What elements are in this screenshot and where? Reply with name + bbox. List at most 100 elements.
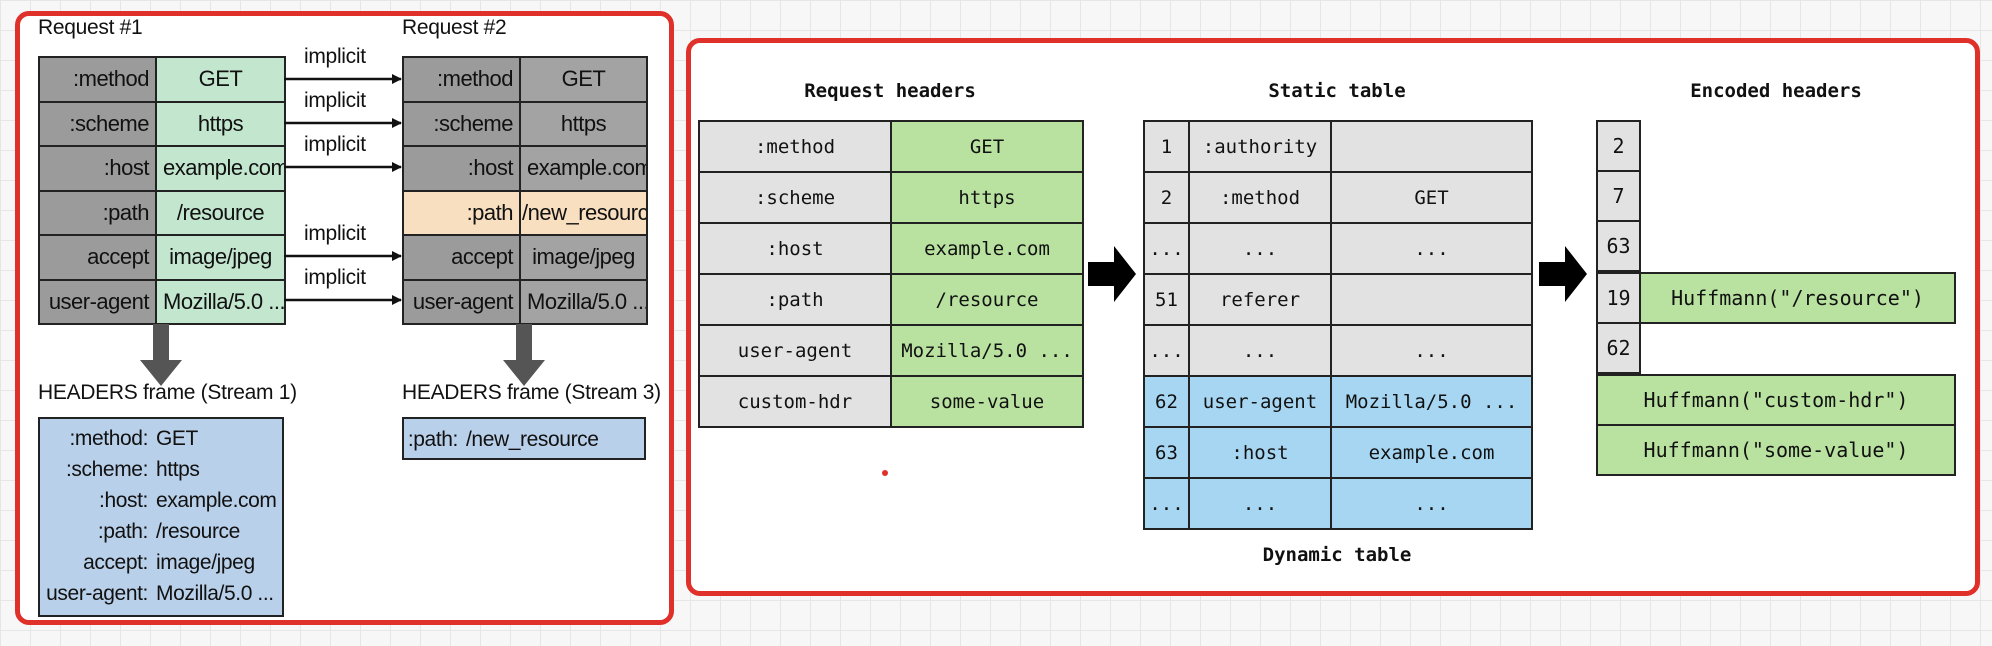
frame-header-value: example.com	[156, 489, 277, 512]
header-name: user-agent	[698, 324, 892, 377]
headers-frame-stream-1: :method:GET :scheme:https :host:example.…	[38, 417, 284, 617]
header-value: ...	[1330, 324, 1533, 377]
header-value: ...	[1330, 222, 1533, 275]
header-name: :host	[402, 145, 521, 192]
header-value: ...	[1330, 477, 1533, 530]
table-row: .........	[1143, 324, 1533, 377]
header-name: ...	[1188, 477, 1332, 530]
header-name: user-agent	[1188, 375, 1332, 428]
implicit-label: implicit	[304, 133, 366, 156]
encoded-index: 7	[1596, 170, 1641, 222]
header-name: user-agent	[402, 278, 521, 325]
frame-header-name: :host:	[99, 489, 148, 512]
header-name: :method	[698, 120, 892, 173]
frame-header-name: :scheme:	[66, 458, 148, 481]
table-row: :path/resource	[698, 273, 1084, 326]
header-value: /resource	[155, 189, 286, 236]
frame-header-value: image/jpeg	[156, 551, 255, 574]
header-value: https	[890, 171, 1084, 224]
frame-row: :host: example.com	[40, 485, 282, 516]
header-name: :host	[1188, 426, 1332, 479]
header-value: some-value	[890, 375, 1084, 428]
header-name: referer	[1188, 273, 1332, 326]
implicit-arrows	[284, 74, 402, 305]
header-value: image/jpeg	[519, 234, 648, 281]
header-value: example.com	[1330, 426, 1533, 479]
table-index: 2	[1143, 171, 1190, 224]
implicit-label: implicit	[304, 45, 366, 68]
table-row: .........	[1143, 222, 1533, 275]
table-index: ...	[1143, 324, 1190, 377]
frame-row: :path:/new_resource	[404, 424, 644, 455]
frame-header-value: https	[156, 458, 200, 481]
header-name: :host	[698, 222, 892, 275]
encoded-headers-title: Encoded headers	[1690, 80, 1862, 102]
encoded-huffman-value: Huffmann("some-value")	[1596, 424, 1956, 476]
header-name: accept	[38, 234, 157, 281]
down-arrow-icon	[140, 324, 182, 386]
encoded-huffman-path: Huffmann("/resource")	[1639, 272, 1956, 324]
encoded-index: 2	[1596, 120, 1641, 172]
right-arrow-icon	[1088, 246, 1136, 302]
header-value	[1330, 273, 1533, 326]
encoded-index: 62	[1596, 322, 1641, 374]
table-index: 51	[1143, 273, 1190, 326]
frame-header-name: user-agent:	[46, 582, 148, 605]
encoded-index: 63	[1596, 220, 1641, 272]
header-name: :method	[402, 56, 521, 103]
header-value: example.com	[890, 222, 1084, 275]
header-value: image/jpeg	[155, 234, 286, 281]
frame-header-value: /new_resource	[466, 428, 599, 451]
header-name: user-agent	[38, 278, 157, 325]
right-arrow-icon	[1539, 246, 1587, 302]
frame-header-value: Mozilla/5.0 ...	[156, 582, 274, 605]
header-name: :method	[1188, 171, 1332, 224]
header-value: example.com	[155, 145, 286, 192]
header-value: https	[155, 100, 286, 147]
header-name: :host	[38, 145, 157, 192]
header-name: ...	[1188, 324, 1332, 377]
header-name: ...	[1188, 222, 1332, 275]
encoded-index: 19	[1596, 272, 1641, 324]
header-name: :scheme	[38, 100, 157, 147]
header-value	[1330, 120, 1533, 173]
table-index: 63	[1143, 426, 1190, 479]
implicit-label: implicit	[304, 89, 366, 112]
header-value: Mozilla/5.0 ...	[1330, 375, 1533, 428]
pointer-dot	[882, 470, 888, 476]
header-value: /resource	[890, 273, 1084, 326]
header-value: GET	[1330, 171, 1533, 224]
header-value: example.com	[519, 145, 648, 192]
implicit-label: implicit	[304, 222, 366, 245]
frame1-title: HEADERS frame (Stream 1)	[38, 381, 297, 404]
header-name: :scheme	[698, 171, 892, 224]
request-headers-title: Request headers	[804, 80, 976, 102]
table-index: ...	[1143, 477, 1190, 530]
down-arrow-icon	[503, 324, 545, 386]
header-name: accept	[402, 234, 521, 281]
header-name: :path	[38, 189, 157, 236]
frame-header-value: /resource	[156, 520, 240, 543]
frame-header-name: accept:	[83, 551, 148, 574]
frame-row: :path:/resource	[40, 516, 282, 547]
